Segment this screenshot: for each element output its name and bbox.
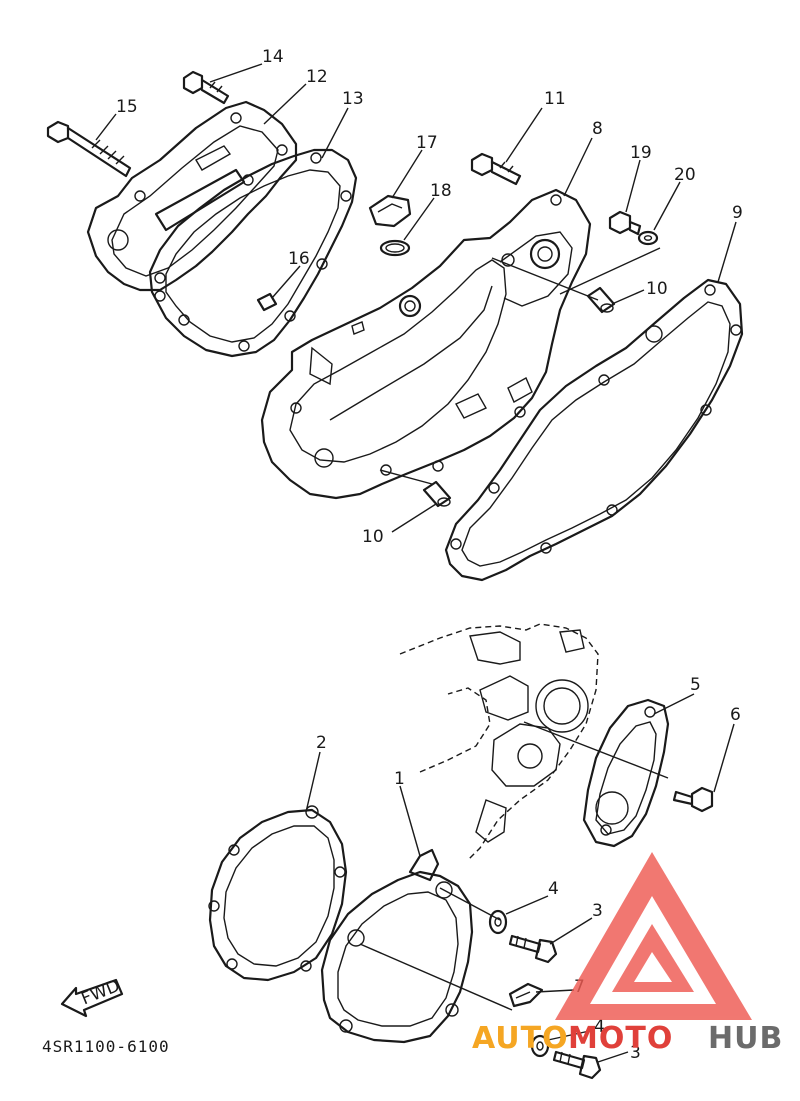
fwd-label: FWD bbox=[78, 976, 122, 1009]
engine-block-outline bbox=[399, 623, 599, 861]
part-3-bolt-upper bbox=[508, 934, 558, 964]
part-4-washer-upper bbox=[488, 909, 508, 935]
part-10-dowel-upper bbox=[586, 286, 616, 314]
part-11-bolt bbox=[470, 152, 522, 186]
callout-17: 17 bbox=[416, 133, 438, 153]
part-16-dowel-pin bbox=[256, 292, 278, 312]
callout-9: 9 bbox=[732, 203, 743, 223]
part-20-washer bbox=[637, 230, 659, 246]
callout-4-lower: 4 bbox=[594, 1017, 605, 1037]
callout-20: 20 bbox=[674, 165, 696, 185]
callout-13: 13 bbox=[342, 89, 364, 109]
automotohub-watermark: AUTO MOTO HUB bbox=[472, 852, 783, 1056]
watermark-hub: HUB bbox=[708, 1021, 783, 1056]
callout-1: 1 bbox=[394, 769, 405, 789]
diagram-code: 4SR1100-6100 bbox=[42, 1037, 170, 1056]
part-1-outer-cover bbox=[320, 848, 474, 1044]
part-5-cover-plate bbox=[582, 698, 670, 848]
part-7-clip bbox=[508, 982, 544, 1008]
bottom-alignment-lines bbox=[359, 721, 669, 1011]
watermark-auto: AUTO bbox=[472, 1021, 569, 1056]
part-17-plug bbox=[368, 194, 412, 228]
part-3-bolt-lower bbox=[552, 1050, 602, 1080]
callout-numbers: 15 14 12 13 16 17 18 11 8 19 20 9 10 10 … bbox=[116, 47, 743, 1063]
watermark-moto: MOTO bbox=[568, 1021, 673, 1056]
callout-12: 12 bbox=[306, 67, 328, 87]
part-13-clutch-cover-gasket bbox=[148, 148, 358, 358]
part-9-crankcase-gasket bbox=[444, 278, 744, 582]
callout-2: 2 bbox=[316, 733, 327, 753]
fwd-arrow: FWD bbox=[60, 976, 124, 1018]
callout-3-lower: 3 bbox=[630, 1043, 641, 1063]
callout-19: 19 bbox=[630, 143, 652, 163]
callout-16: 16 bbox=[288, 249, 310, 269]
part-10-dowel-lower bbox=[422, 480, 452, 508]
callout-14: 14 bbox=[262, 47, 284, 67]
top-alignment-lines bbox=[379, 247, 661, 485]
part-2-gasket bbox=[208, 805, 348, 982]
callout-4-upper: 4 bbox=[548, 879, 559, 899]
part-19-bolt bbox=[608, 210, 642, 236]
part-12-clutch-cover bbox=[86, 100, 298, 292]
part-6-bolt bbox=[672, 786, 714, 813]
part-4-washer-lower bbox=[530, 1034, 550, 1058]
part-8-crankcase-cover bbox=[260, 188, 592, 500]
callout-5: 5 bbox=[690, 675, 701, 695]
callout-leaders bbox=[95, 63, 737, 1063]
part-15-long-bolt bbox=[46, 120, 132, 178]
callout-15: 15 bbox=[116, 97, 138, 117]
callout-10-lower: 10 bbox=[362, 527, 384, 547]
callout-8: 8 bbox=[592, 119, 603, 139]
watermark-triangle-logo bbox=[555, 852, 752, 1020]
part-14-small-bolt bbox=[182, 70, 230, 105]
callout-11: 11 bbox=[544, 89, 566, 109]
part-18-o-ring bbox=[379, 239, 411, 257]
callout-10-upper: 10 bbox=[646, 279, 668, 299]
callout-3-upper: 3 bbox=[592, 901, 603, 921]
callout-6: 6 bbox=[730, 705, 741, 725]
callout-18: 18 bbox=[430, 181, 452, 201]
